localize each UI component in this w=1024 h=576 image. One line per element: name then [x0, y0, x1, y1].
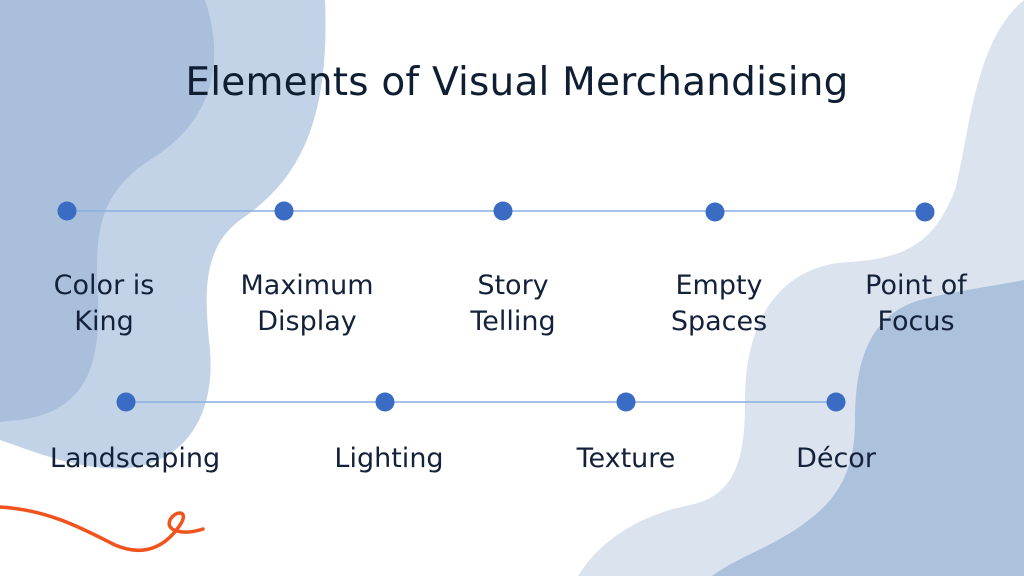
label-line: Display [257, 306, 357, 337]
element-label-story-telling: Story Telling [470, 268, 555, 340]
label-line: Telling [470, 306, 556, 337]
timeline-dot [57, 201, 77, 221]
label-line: Story [477, 270, 549, 301]
label-line: Focus [877, 306, 955, 337]
label-line: King [74, 306, 134, 337]
label-line: Color is [53, 270, 155, 301]
element-label-point-of-focus: Point of Focus [865, 268, 967, 340]
label-line: Point of [865, 270, 967, 301]
page-title: Elements of Visual Merchandising [185, 60, 849, 105]
timeline-dot [375, 392, 395, 412]
element-label-lighting: Lighting [334, 443, 444, 474]
element-label-empty-spaces: Empty Spaces [671, 268, 767, 340]
timeline-dot [493, 201, 513, 221]
element-label-decor: Décor [796, 443, 876, 474]
element-label-texture: Texture [576, 443, 676, 474]
label-line: Maximum [240, 270, 374, 301]
timeline-dot [616, 392, 636, 412]
element-label-color-is-king: Color is King [54, 268, 155, 340]
orange-squiggle [0, 505, 205, 552]
timeline-dot [705, 202, 725, 222]
timeline-dot [826, 392, 846, 412]
timeline-dot [274, 201, 294, 221]
element-label-landscaping: Landscaping [49, 443, 221, 474]
timeline-dot [116, 392, 136, 412]
element-label-maximum-display: Maximum Display [240, 268, 373, 340]
blob-right-dark [712, 280, 1024, 576]
label-line: Spaces [670, 306, 768, 337]
timeline-dot [915, 202, 935, 222]
blob-left-dark [0, 0, 215, 422]
label-line: Empty [675, 270, 763, 301]
